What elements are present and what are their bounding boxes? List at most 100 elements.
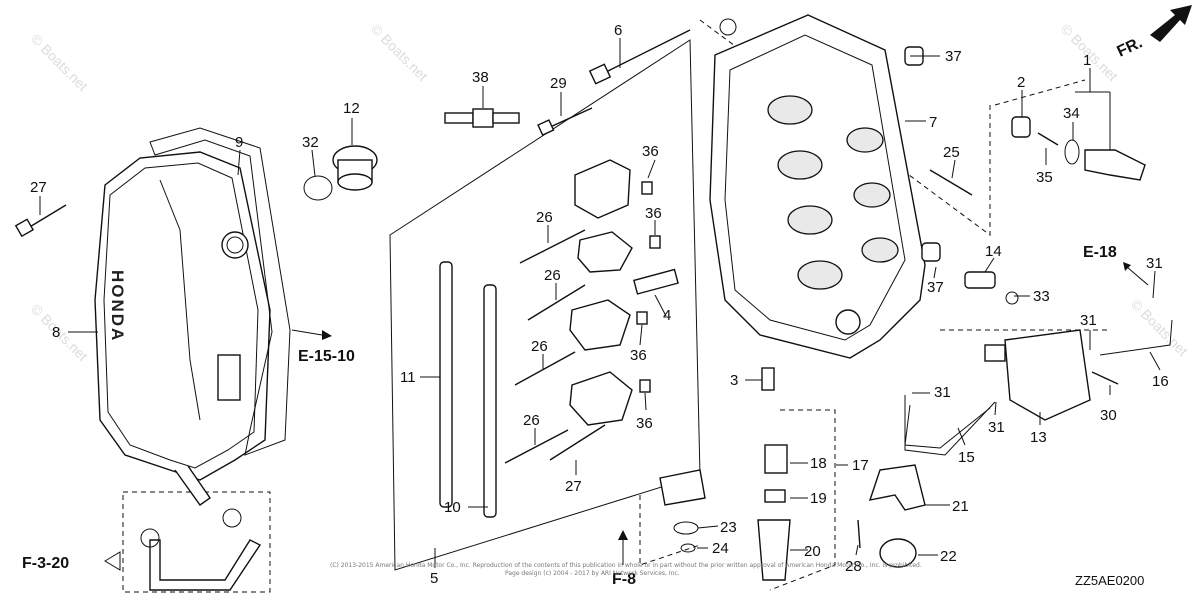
ref-e-18[interactable]: E-18 [1083, 244, 1117, 261]
fuel-tube-edge [904, 395, 996, 456]
hose-clamp-part [222, 508, 242, 528]
cover-brand-text: HONDA [108, 270, 127, 342]
callout-14: 14 [985, 243, 1002, 260]
callout-13: 13 [1030, 429, 1047, 446]
pump-bolt-part [1091, 371, 1119, 385]
leader-lines [39, 38, 1161, 568]
callout-6: 6 [614, 22, 622, 39]
cap-part [921, 242, 941, 262]
callout-22: 22 [940, 548, 957, 565]
chain-tensioner-part [483, 284, 497, 518]
oil-pipe-part [633, 268, 679, 295]
collar-part [1011, 116, 1031, 138]
page-design-notice: Page design (c) 2004 - 2017 by ARI Netwo… [505, 570, 680, 577]
fuel-tube-part [1099, 319, 1173, 356]
callout-11: 11 [400, 369, 416, 386]
ref-f-8[interactable]: F-8 [612, 571, 636, 588]
spark-plug-part [444, 108, 520, 128]
chain-guide-part [439, 261, 453, 508]
callout-16: 16 [1152, 373, 1169, 390]
cam-holder-part [569, 159, 633, 426]
watermark: © Boats.net [368, 21, 431, 84]
head-cover-gasket-part [149, 127, 291, 456]
callout-35: 35 [1036, 169, 1053, 186]
callout-37: 37 [945, 48, 962, 65]
callout-labels: 1 2 3 4 5 6 7 8 9 10 11 12 13 14 15 16 1… [30, 22, 1169, 587]
stud-part [761, 367, 775, 391]
callout-29: 29 [550, 75, 567, 92]
drain-hose-part [149, 539, 262, 591]
callout-18: 18 [810, 455, 827, 472]
filter-cap-part [879, 538, 917, 568]
bracket-bolt-part [857, 519, 861, 549]
diagram-code: ZZ5AE0200 [1075, 573, 1144, 588]
front-direction-marker: FR. [1115, 5, 1192, 61]
callout-19: 19 [810, 490, 827, 507]
callout-36: 36 [645, 205, 662, 222]
cover-bolt-part [14, 204, 67, 238]
callout-32: 32 [302, 134, 319, 151]
callout-15: 15 [958, 449, 975, 466]
cam-holder-group-outline [389, 39, 701, 571]
callout-3: 3 [730, 372, 738, 389]
callout-37: 37 [927, 279, 944, 296]
plug-o-ring-part [1064, 139, 1080, 165]
callout-23: 23 [720, 519, 737, 536]
callout-17: 17 [852, 457, 869, 474]
callout-27: 27 [565, 478, 582, 495]
washer-part [719, 18, 737, 36]
callout-36: 36 [636, 415, 653, 432]
dowel-pin-part [636, 181, 661, 393]
callout-34: 34 [1063, 105, 1080, 122]
plug-part [1084, 149, 1146, 181]
head-bolt-part [588, 29, 691, 85]
callout-30: 30 [1100, 407, 1117, 424]
callout-2: 2 [1017, 74, 1025, 91]
small-bolt-part [1037, 132, 1059, 146]
callout-8: 8 [52, 324, 60, 341]
cap-o-ring-part [303, 175, 333, 201]
callout-28: 28 [845, 558, 862, 575]
strainer-part [659, 469, 706, 553]
callout-26: 26 [531, 338, 548, 355]
flange-bolt-part [537, 107, 593, 136]
head-cover-part: HONDA [94, 151, 271, 506]
ref-e-15-10[interactable]: E-15-10 [298, 348, 355, 365]
callout-33: 33 [1033, 288, 1050, 305]
callout-31: 31 [1146, 255, 1163, 272]
fuel-pump-part [984, 329, 1091, 421]
front-marker-label: FR. [1115, 34, 1146, 60]
stud-bolt-part [929, 169, 973, 196]
callout-1: 1 [1083, 52, 1091, 69]
oil-filler-cap-part [332, 145, 378, 191]
sealing-washer-part [1005, 291, 1019, 305]
callout-7: 7 [929, 114, 937, 131]
callout-27: 27 [30, 179, 47, 196]
callout-9: 9 [235, 134, 243, 151]
callout-5: 5 [430, 570, 438, 587]
callout-26: 26 [544, 267, 561, 284]
filter-element-part [764, 444, 788, 474]
callout-4: 4 [663, 307, 671, 324]
strainer-group-outline [639, 495, 701, 566]
callout-38: 38 [472, 69, 489, 86]
callout-36: 36 [642, 143, 659, 160]
callout-24: 24 [712, 540, 729, 557]
bracket-part [868, 464, 926, 511]
callout-20: 20 [804, 543, 821, 560]
callout-36: 36 [630, 347, 647, 364]
filter-group-outline [769, 409, 836, 591]
callout-31: 31 [1080, 312, 1097, 329]
ref-f-3-20[interactable]: F-3-20 [22, 555, 69, 572]
copyright-notice: (C) 2013-2015 American Honda Motor Co., … [330, 562, 922, 569]
cylinder-head-part [709, 14, 926, 359]
callout-31: 31 [988, 419, 1005, 436]
callout-26: 26 [523, 412, 540, 429]
hose-clamp-part [140, 528, 160, 548]
callout-26: 26 [536, 209, 553, 226]
plug-group-outline [994, 79, 1086, 106]
callout-25: 25 [943, 144, 960, 161]
cam-holder-bolt-part [504, 229, 606, 464]
